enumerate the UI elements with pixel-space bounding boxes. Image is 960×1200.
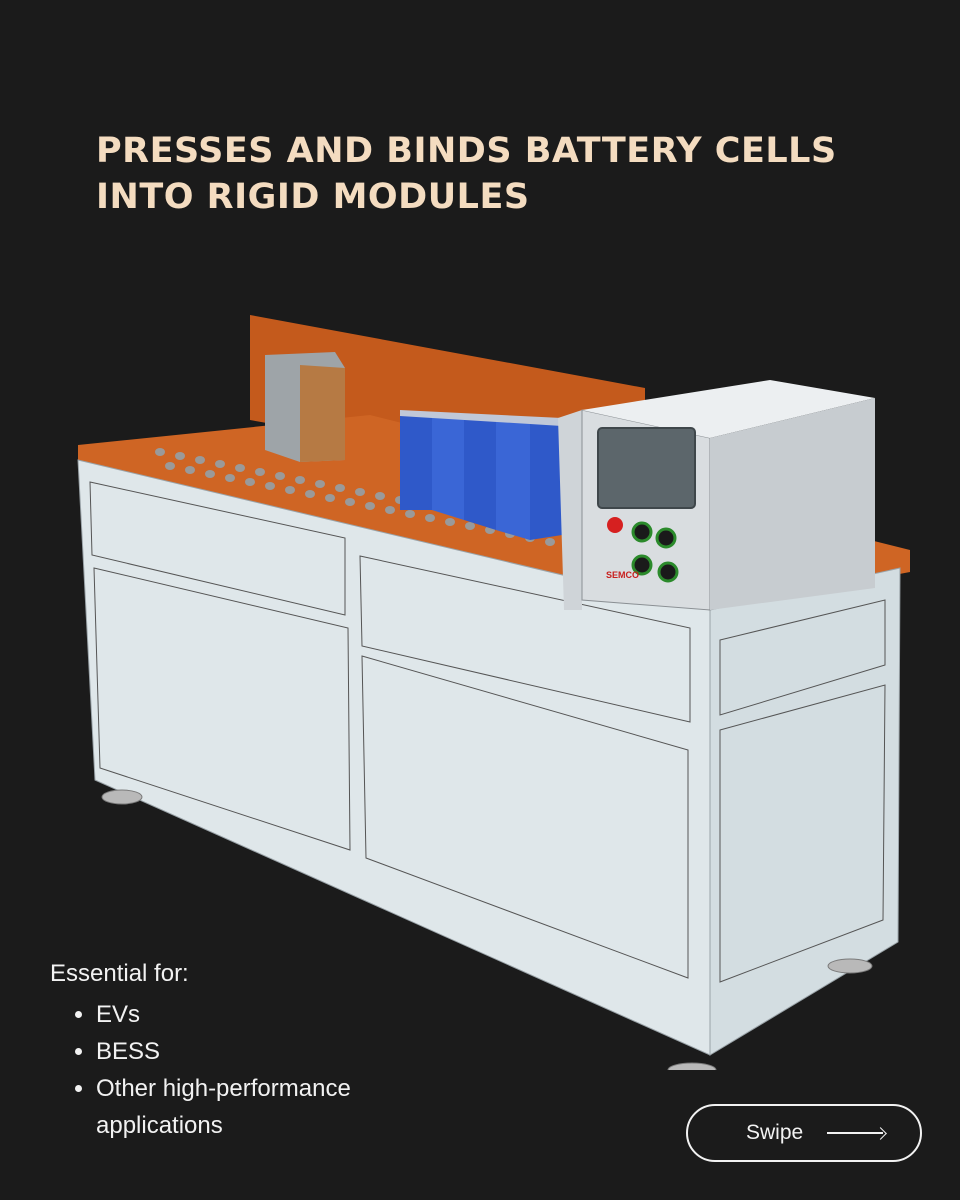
swipe-label: Swipe [746,1121,804,1144]
cabinet-panel [719,684,886,983]
battery-module-press-machine: SEMCO [77,315,910,1070]
control-button-3 [631,521,653,543]
headline: PRESSES AND BINDS BATTERY CELLS INTO RIG… [96,128,876,220]
control-box-right [710,398,875,610]
cabinet-panel [93,567,351,851]
control-box-top [582,380,875,438]
arrow-right-icon [827,1127,887,1139]
control-button-4 [631,554,653,576]
brand-logo: SEMCO [606,570,639,580]
control-button-2 [657,561,679,583]
essentials-title: Essential for: [50,960,189,987]
swipe-button[interactable]: Swipe [686,1104,922,1162]
list-item: Other high-performance applications [96,1070,396,1144]
list-item: EVs [96,996,396,1033]
cabinet-panel [89,481,346,616]
essentials-section: Essential for: EVs BESS Other high-perfo… [50,955,396,1144]
list-item: BESS [96,1033,396,1070]
cabinet-panel [361,655,689,979]
headline-line-1: PRESSES AND BINDS BATTERY CELLS [96,131,837,171]
pusher-block-side [300,365,345,462]
headline-line-2: INTO RIGID MODULES [96,177,530,217]
battery-cells [400,410,562,540]
leveling-feet [101,789,873,1070]
cabinet-side [709,567,901,1056]
emergency-stop-button [607,517,623,533]
cabinet-panel [719,599,886,716]
hmi-screen [597,427,696,509]
control-button-1 [655,527,677,549]
essentials-list: EVs BESS Other high-performance applicat… [50,996,396,1144]
control-box-side [558,410,582,610]
